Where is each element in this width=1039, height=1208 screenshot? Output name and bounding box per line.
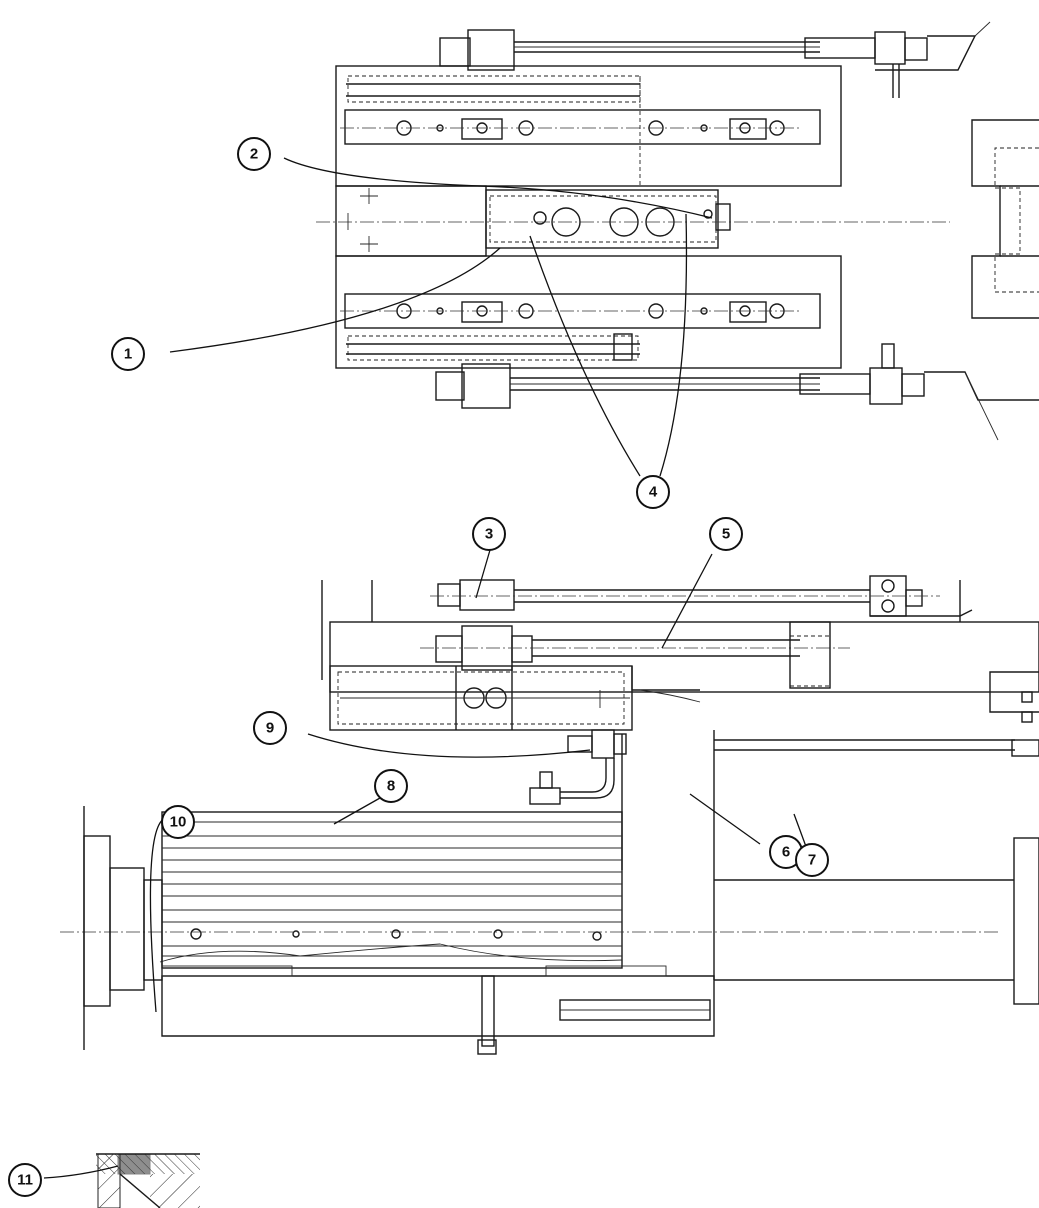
svg-text:9: 9 [266,720,274,737]
callout-5: 5 [709,517,743,551]
callout-3: 3 [472,517,506,551]
svg-text:4: 4 [649,484,658,501]
slide-body [316,185,950,257]
svg-text:5: 5 [722,526,730,543]
callout-2: 2 [237,137,271,171]
left-flange [83,806,163,1050]
right-bracket [989,671,1039,757]
detail-view-11 [96,1153,200,1208]
callout-11: 11 [8,1163,42,1197]
upper-guide-plate [335,65,842,187]
svg-text:3: 3 [485,526,493,543]
svg-text:6: 6 [782,844,790,861]
cylinder-body [329,665,701,731]
svg-text:11: 11 [17,1172,33,1189]
bottom-view [60,575,1039,1208]
callout-8: 8 [374,769,408,803]
upper-rod-assembly [430,575,973,617]
lower-guide-plate [335,255,842,369]
right-flange [714,837,1039,1005]
top-tie-rod [439,21,991,98]
callout-1: 1 [111,337,145,371]
leader-lines [43,157,809,1179]
svg-text:1: 1 [124,346,132,363]
bottom-tie-rod [435,343,1039,441]
svg-text:8: 8 [387,778,395,795]
callout-4: 4 [636,475,670,509]
top-view [316,21,1039,441]
callout-10: 10 [161,805,195,839]
callout-7: 7 [795,843,829,877]
callout-9: 9 [253,711,287,745]
motor-housing [60,811,1000,969]
upper-plate-with-rod [329,621,1039,693]
sectioned-base [161,965,715,1055]
svg-text:7: 7 [808,852,816,869]
svg-text:10: 10 [170,814,187,831]
right-clamp-block [971,119,1039,319]
svg-text:2: 2 [250,146,258,163]
